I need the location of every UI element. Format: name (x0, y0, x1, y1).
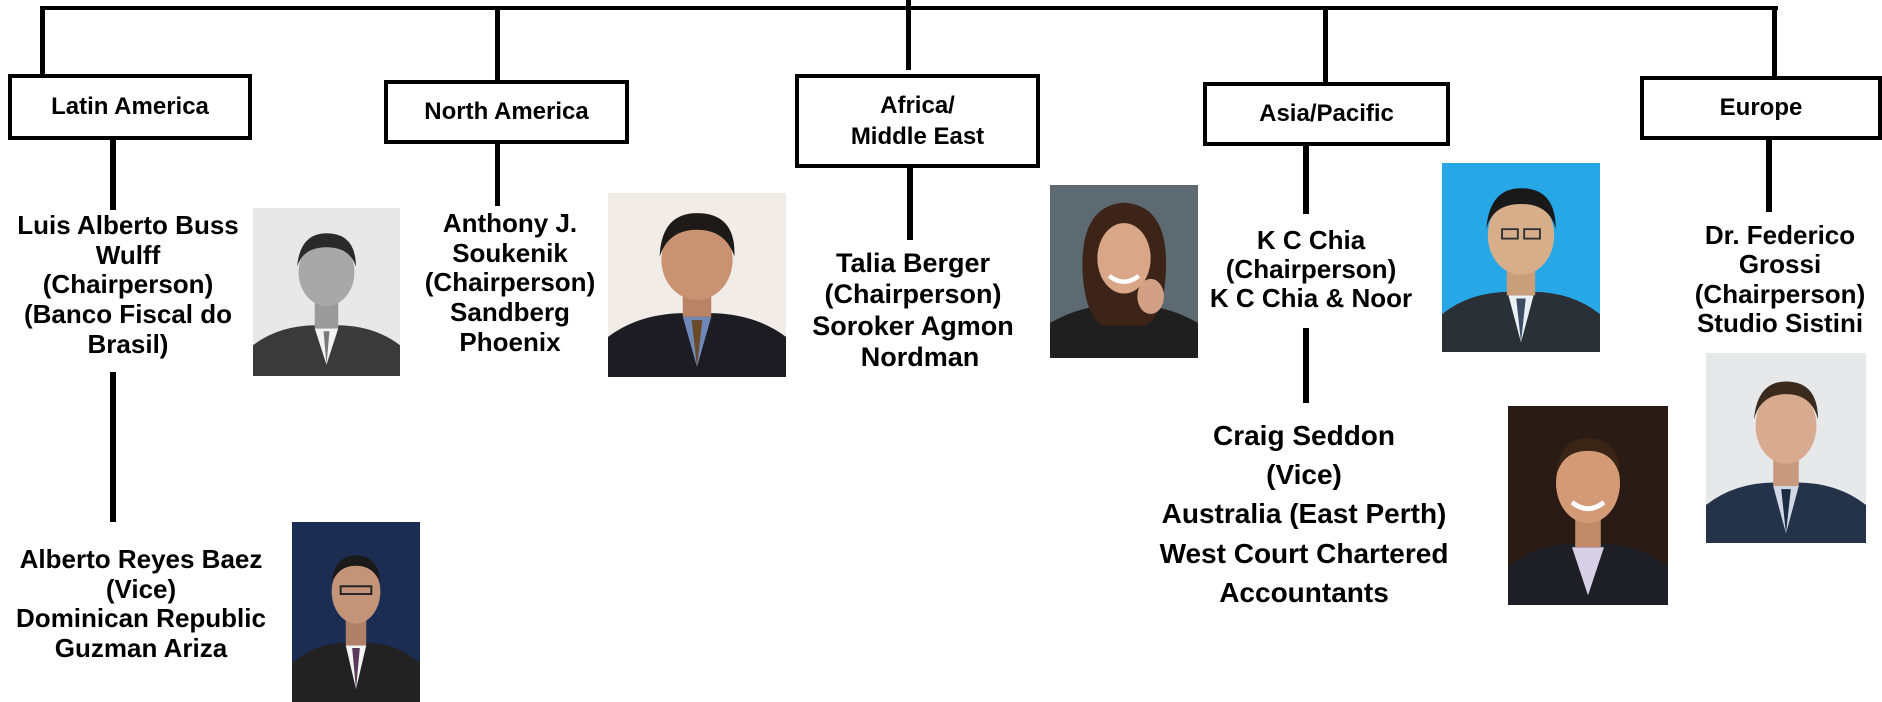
person-line: Anthony J. (442, 208, 578, 238)
region-label-asia-pacific: Asia/Pacific (1259, 100, 1394, 128)
portrait-photo-africa-chair (1050, 185, 1198, 358)
asia-chair-line (1303, 146, 1309, 214)
africa-chair-line (907, 168, 913, 240)
person-line: Dr. Federico (1704, 220, 1856, 250)
region-label-north-america: North America (424, 98, 589, 126)
region-label-europe: Europe (1719, 94, 1803, 122)
person-line: Grossi (1738, 249, 1822, 280)
person-line: K C Chia (1256, 225, 1366, 255)
person-latam-chair: Luis Alberto Buss Wulff (Chairperson) (B… (0, 210, 256, 359)
person-line: Phoenix (459, 326, 561, 357)
portrait-photo-latam-vice (292, 522, 420, 702)
person-line: West Court Chartered (1159, 537, 1449, 569)
region-box-europe: Europe (1640, 76, 1882, 140)
region-box-latin-america: Latin America (8, 74, 252, 140)
person-line: Nordman (860, 341, 980, 372)
drop-line-latin-america (40, 6, 45, 74)
person-line: Craig Seddon (1212, 420, 1395, 451)
region-box-africa-middle-east: Africa/ Middle East (795, 74, 1040, 168)
person-line: Accountants (1219, 576, 1389, 608)
drop-line-asia-pacific (1323, 6, 1328, 82)
person-line: Soroker Agmon (812, 310, 1014, 341)
person-line: (Chairperson) (824, 279, 1002, 310)
person-line: Guzman Ariza (54, 632, 228, 663)
drop-line-europe (1772, 6, 1777, 76)
portrait-photo-asia-vice (1508, 406, 1668, 605)
portrait-photo-europe-chair (1706, 353, 1866, 543)
europe-chair-line (1766, 140, 1772, 212)
person-africa-chair: Talia Berger (Chairperson) Soroker Agmon… (786, 248, 1040, 373)
person-line: K C Chia & Noor (1209, 283, 1413, 314)
person-line: Brasil) (87, 328, 169, 359)
person-line: Luis Alberto Buss (17, 210, 239, 240)
region-label-africa-line-2: Middle East (850, 123, 985, 150)
person-europe-chair: Dr. Federico Grossi (Chairperson) Studio… (1678, 220, 1882, 339)
region-label-africa-line-1: Africa/ (880, 91, 955, 119)
person-line: Studio Sistini (1696, 308, 1864, 339)
person-line: Dominican Republic (16, 603, 266, 634)
person-asia-vice: Craig Seddon (Vice) Australia (East Pert… (1140, 416, 1468, 612)
portrait-photo-na-chair (608, 193, 786, 377)
person-line: (Banco Fiscal do (23, 298, 233, 329)
latam-vice-line (110, 372, 116, 522)
region-label-latin-america: Latin America (51, 93, 209, 121)
person-line: (Vice) (1266, 459, 1342, 491)
person-line: Australia (East Perth) (1161, 498, 1447, 530)
person-line: Talia Berger (835, 248, 991, 278)
person-na-chair: Anthony J. Soukenik (Chairperson) Sandbe… (410, 208, 610, 357)
person-line: (Chairperson) (424, 267, 596, 298)
root-stem-line (906, 0, 911, 70)
person-line: Wulff (95, 239, 161, 270)
na-chair-line (495, 144, 500, 206)
person-latam-vice: Alberto Reyes Baez (Vice) Dominican Repu… (0, 544, 282, 664)
person-line: (Chairperson) (42, 269, 214, 300)
person-line: (Chairperson) (1694, 278, 1866, 309)
person-asia-chair: K C Chia (Chairperson) K C Chia & Noor (1196, 225, 1426, 314)
person-line: Sandberg (450, 296, 570, 327)
region-box-asia-pacific: Asia/Pacific (1203, 82, 1450, 146)
drop-line-north-america (495, 6, 500, 80)
person-line: (Chairperson) (1225, 254, 1397, 285)
latam-chair-line (110, 140, 116, 210)
person-line: Soukenik (452, 237, 568, 268)
person-line: (Vice) (105, 573, 177, 604)
person-line: Alberto Reyes Baez (19, 544, 263, 574)
portrait-photo-latam-chair (253, 208, 400, 376)
asia-vice-line (1303, 328, 1309, 403)
region-box-north-america: North America (384, 80, 629, 144)
portrait-photo-asia-chair (1442, 163, 1600, 352)
